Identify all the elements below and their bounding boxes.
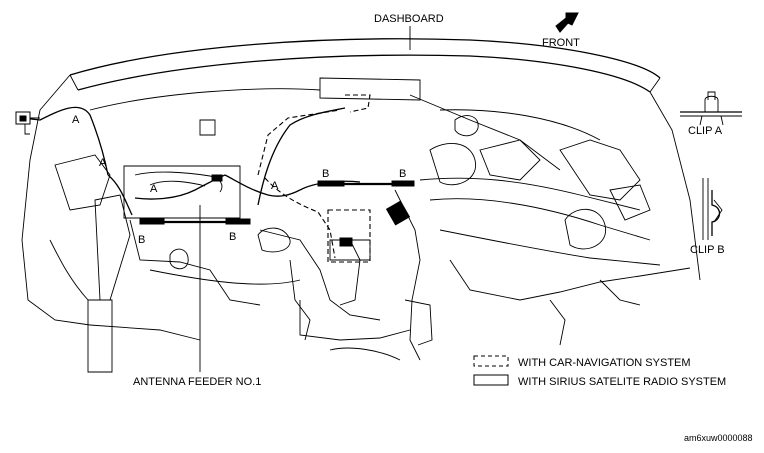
figure-code: am6xuw0000088: [684, 433, 753, 443]
clip-a-detail: [680, 91, 742, 126]
marker-b-left: B: [138, 234, 145, 246]
front-arrow-icon: [555, 12, 579, 33]
marker-b-upper-right: B: [399, 168, 406, 180]
legend-car-navigation-text: WITH CAR-NAVIGATION SYSTEM: [518, 357, 691, 369]
leader-lines: [199, 26, 411, 372]
left-connector: [15, 111, 40, 135]
callout-letters: A A A A B B B B: [72, 114, 406, 246]
dash-structure: [49, 115, 691, 373]
sirius-harness-box: [123, 165, 241, 219]
marker-b-upper-left: B: [322, 168, 329, 180]
car-navigation-route: [257, 94, 371, 263]
clip-b-detail: [702, 178, 723, 240]
legend-dashed-swatch: [473, 355, 509, 367]
marker-b-middle: B: [229, 231, 236, 243]
legend-solid-swatch: [473, 374, 509, 386]
marker-a-right: A: [271, 180, 279, 192]
legend-sirius-text: WITH SIRIUS SATELITE RADIO SYSTEM: [518, 376, 726, 388]
front-label: FRONT: [542, 37, 580, 49]
legend: [473, 355, 509, 386]
marker-a-inner: A: [150, 183, 158, 195]
marker-a-middle: A: [99, 157, 107, 169]
clip-b-label: CLIP B: [690, 244, 725, 256]
dashboard-outline: [21, 38, 701, 326]
clip-a-label: CLIP A: [688, 125, 723, 137]
antenna-feeder-label: ANTENNA FEEDER NO.1: [133, 376, 261, 388]
labels: DASHBOARD FRONT CLIP A CLIP B ANTENNA FE…: [133, 13, 753, 443]
dashboard-label: DASHBOARD: [374, 13, 444, 25]
clip-b-bars: [139, 180, 415, 226]
marker-a-left: A: [72, 114, 80, 126]
